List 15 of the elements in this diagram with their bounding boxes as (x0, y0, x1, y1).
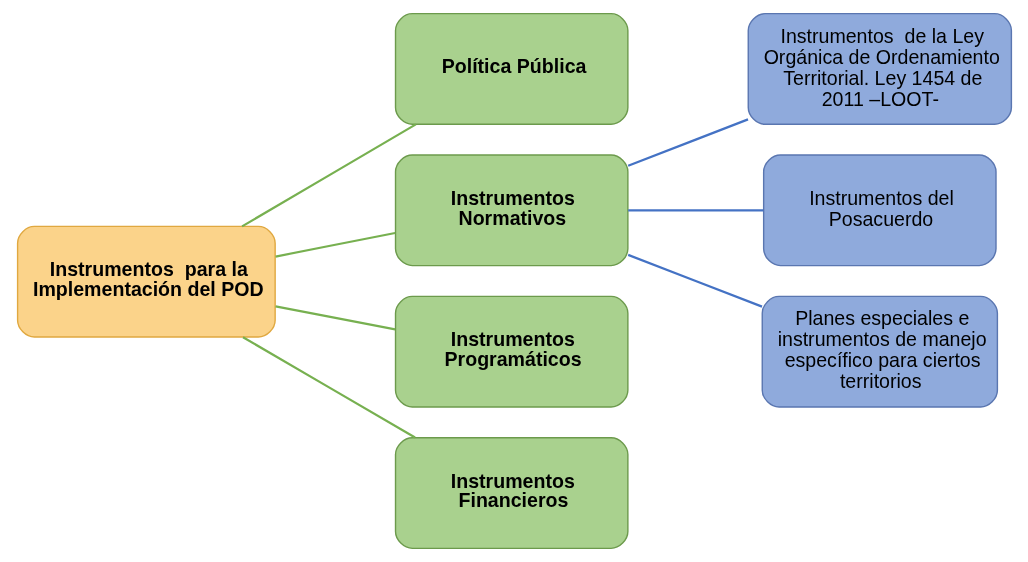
node-box: Política Pública (394, 12, 629, 125)
node-box: Planes especiales e instrumentos de manejo específico para ciertos territorios (761, 295, 998, 408)
connector (274, 305, 395, 331)
connector (241, 336, 416, 439)
node-box: Instrumentos del Posacuerdo (762, 154, 997, 267)
node-box: Instrumentos de la Ley Orgánica de Ordenamiento Territorial. Ley 1454 de 2011 –LOOT- (747, 12, 1012, 125)
connector (627, 253, 762, 308)
node-box: Instrumentos Programáticos (394, 295, 629, 408)
connector (241, 123, 416, 228)
connector (627, 118, 748, 167)
connector (274, 231, 395, 258)
node-box: Instrumentos Financieros (394, 437, 629, 550)
node-box: Instrumentos para la Implementación del POD (16, 225, 276, 338)
connector (627, 209, 763, 212)
node-box: Instrumentos Normativos (394, 154, 629, 267)
